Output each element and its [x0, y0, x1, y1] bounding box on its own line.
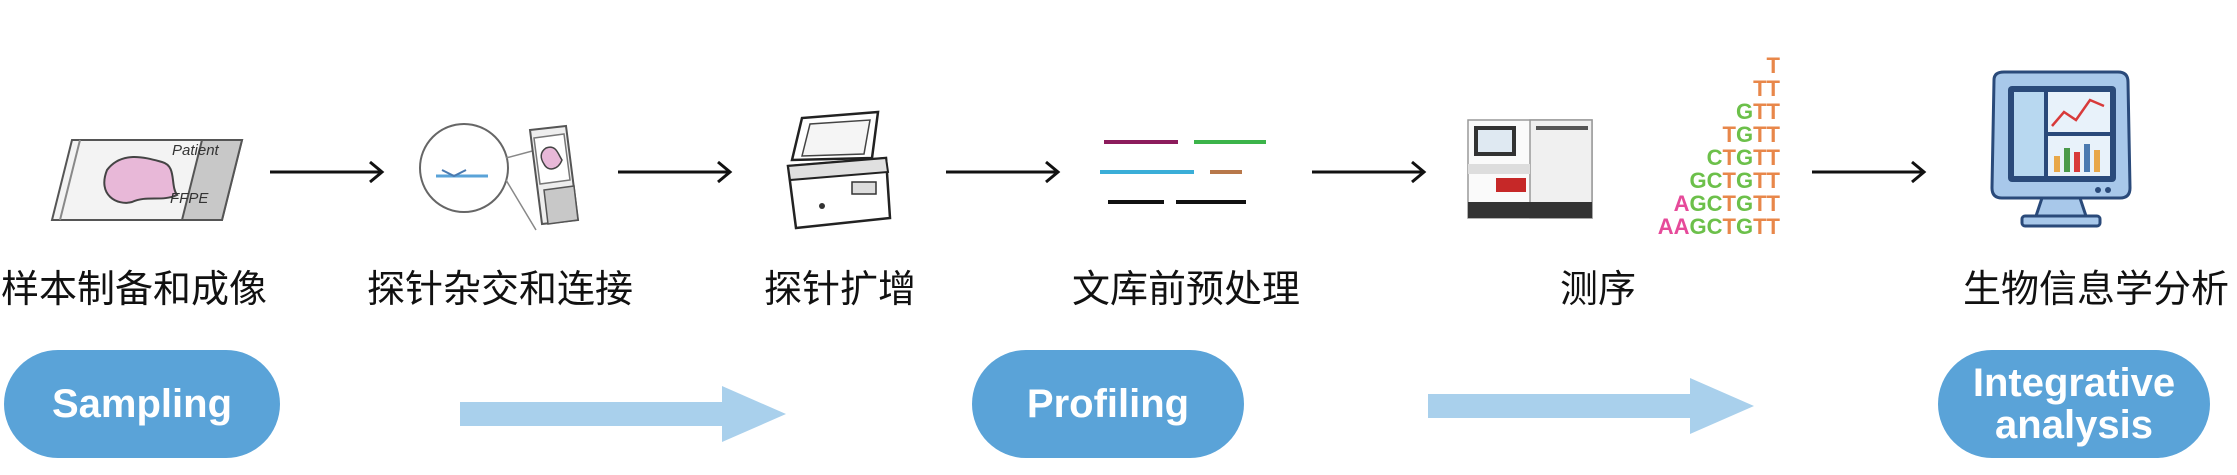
sequence-base: C — [1706, 214, 1723, 239]
phase-integrative-pill: Integrative analysis — [1938, 350, 2210, 458]
sequence-base: G — [1689, 191, 1707, 216]
sequence-row: AAGCTGTT — [1640, 215, 1780, 238]
sequence-base: T — [1722, 214, 1736, 239]
sequence-base: T — [1753, 168, 1767, 193]
sequence-base: T — [1766, 145, 1780, 170]
sequence-base: T — [1722, 145, 1736, 170]
sequence-base: T — [1766, 214, 1780, 239]
arrow-1 — [270, 160, 385, 184]
sequence-base: T — [1766, 53, 1780, 78]
sequence-base: G — [1735, 99, 1754, 124]
sequence-base: A — [1673, 191, 1690, 216]
sequence-base: T — [1753, 99, 1767, 124]
sequence-row: TT — [1640, 77, 1780, 100]
sequence-base: T — [1753, 214, 1767, 239]
sequence-row: TGTT — [1640, 123, 1780, 146]
hybridization-icon — [419, 123, 580, 231]
sequence-base: C — [1706, 145, 1723, 170]
sequence-base: T — [1753, 122, 1767, 147]
sequence-row: AGCTGTT — [1640, 192, 1780, 215]
sequencer-icon — [1467, 119, 1593, 219]
sequence-row: T — [1640, 54, 1780, 77]
sequence-row: GCTGTT — [1640, 168, 1781, 193]
arrow-4 — [1312, 160, 1427, 184]
sequence-base: T — [1766, 122, 1780, 147]
sequence-base: G — [1689, 168, 1707, 193]
library-fragments-icon — [1100, 140, 1266, 204]
sequence-base: C — [1706, 191, 1723, 216]
sequence-base: T — [1722, 168, 1736, 193]
sequence-base: T — [1766, 191, 1780, 216]
sequence-base: T — [1753, 145, 1767, 170]
sequence-base: T — [1722, 191, 1736, 216]
phase-profiling-pill: Profiling — [972, 350, 1244, 458]
arrow-3 — [946, 160, 1061, 184]
sequence-base: C — [1706, 168, 1723, 193]
phase-sampling-label: Sampling — [51, 382, 233, 426]
sequence-base: T — [1722, 122, 1736, 147]
arrow-5 — [1812, 160, 1927, 184]
sequence-base: G — [1689, 214, 1707, 239]
phase-sampling-pill: Sampling — [4, 350, 280, 458]
phase-profiling-label: Profiling — [1026, 382, 1190, 426]
arrow-2 — [618, 160, 733, 184]
phase-integrative-line1: Integrative — [1972, 361, 2176, 405]
sequence-base: A — [1673, 214, 1690, 239]
sequence-base: G — [1735, 168, 1754, 193]
step-label-library-prep: 文库前预处理 — [1071, 267, 1301, 311]
sequence-base: G — [1735, 145, 1754, 170]
sequence-base: T — [1766, 99, 1780, 124]
sequence-base: G — [1735, 122, 1754, 147]
slide-ffpe-label: FFPE — [170, 190, 209, 207]
monitor-icon — [1990, 70, 2132, 228]
step-label-hybridization: 探针杂交和连接 — [366, 267, 634, 311]
slide-patient-label: Patient — [172, 142, 219, 159]
sequence-base: T — [1753, 191, 1767, 216]
sequence-base: G — [1735, 191, 1754, 216]
step-label-amplification: 探针扩增 — [763, 267, 917, 311]
flow-arrow-2 — [1428, 378, 1754, 434]
sequence-row: GTT — [1640, 100, 1780, 123]
slide-icon — [50, 139, 244, 221]
sequence-base: T — [1766, 168, 1780, 193]
sequence-base: T — [1766, 76, 1780, 101]
sequence-base: A — [1657, 214, 1674, 239]
step-label-bioinformatics: 生物信息学分析 — [1962, 267, 2230, 311]
sequence-base: T — [1753, 76, 1767, 101]
thermocycler-icon — [786, 110, 892, 230]
step-label-sampling: 样本制备和成像 — [0, 267, 268, 311]
sequence-base: G — [1735, 214, 1754, 239]
phase-integrative-line2: analysis — [1995, 403, 2153, 447]
flow-arrow-1 — [460, 386, 786, 442]
step-label-sequencing: 测序 — [1559, 267, 1637, 311]
sequence-row: CTGTT — [1640, 146, 1780, 169]
